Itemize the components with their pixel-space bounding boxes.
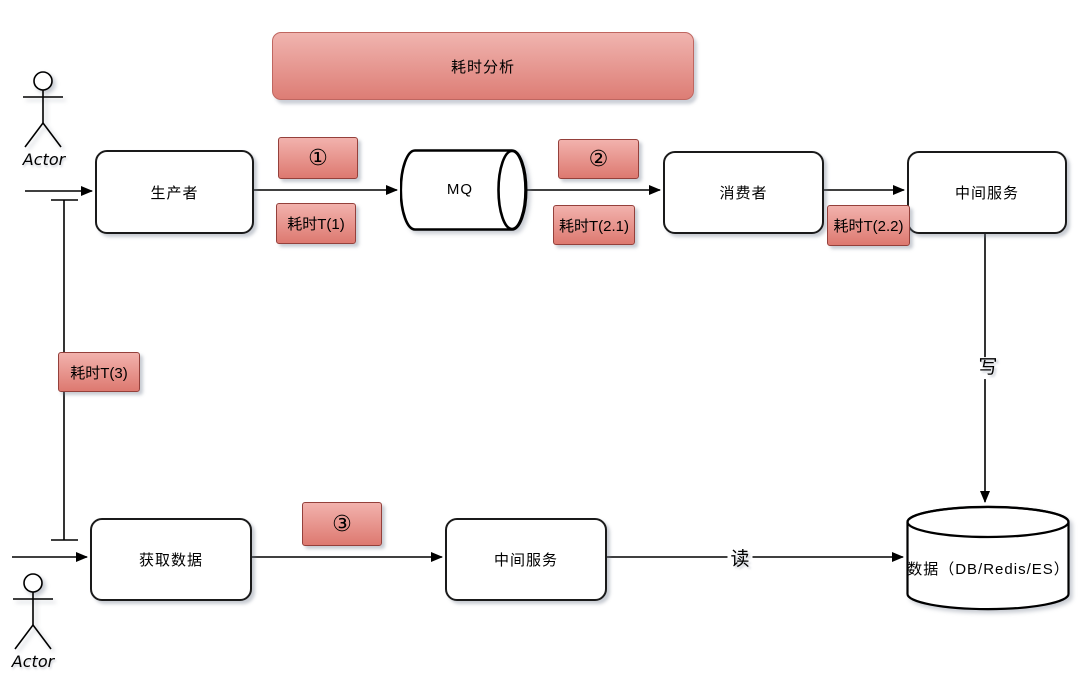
- actor-top-label: Actor: [22, 150, 66, 169]
- diagram-title: 耗时分析: [272, 32, 694, 100]
- node-mid-service-bottom: 中间服务: [445, 518, 607, 601]
- database-cylinder: [906, 505, 1070, 611]
- edge-label-read: 读: [727, 549, 753, 571]
- node-producer: 生产者: [95, 150, 254, 234]
- actor-bottom-icon: [13, 573, 53, 650]
- node-mid-service-top: 中间服务: [907, 151, 1067, 234]
- node-fetch-data: 获取数据: [90, 518, 252, 601]
- chip-cost-t1: 耗时T(1): [276, 203, 356, 244]
- chip-step-2: ②: [558, 139, 639, 179]
- chip-step-3: ③: [302, 502, 382, 546]
- chip-step-1: ①: [278, 137, 358, 179]
- chip-cost-t3: 耗时T(3): [58, 352, 140, 392]
- node-database-label: 数据（DB/Redis/ES）: [907, 560, 1070, 578]
- node-mq-label: MQ: [446, 181, 474, 198]
- edge-label-write: 写: [975, 357, 1001, 379]
- chip-cost-t2-1: 耗时T(2.1): [553, 205, 635, 245]
- chip-cost-t2-2: 耗时T(2.2): [827, 205, 910, 246]
- actor-top-icon: [23, 71, 63, 148]
- actor-bottom-label: Actor: [11, 652, 55, 671]
- node-consumer: 消费者: [663, 151, 824, 234]
- mq-cylinder: [400, 149, 528, 231]
